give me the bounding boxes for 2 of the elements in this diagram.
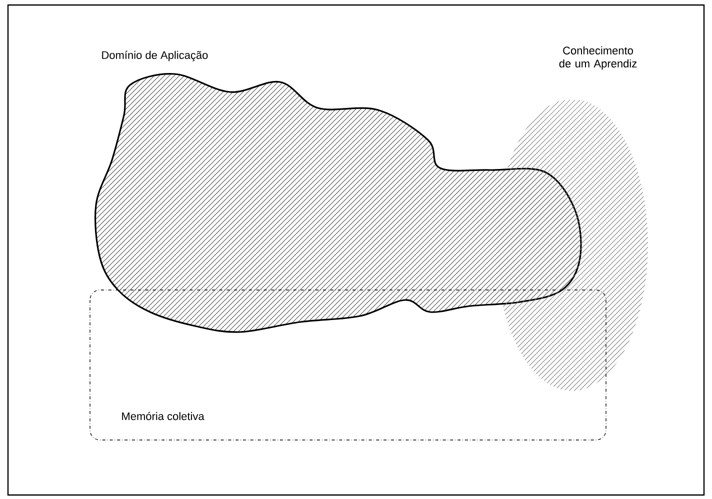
dashed-region: Memória coletiva (122, 412, 204, 420)
node-label: Domínio de Aplicação (102, 50, 208, 62)
